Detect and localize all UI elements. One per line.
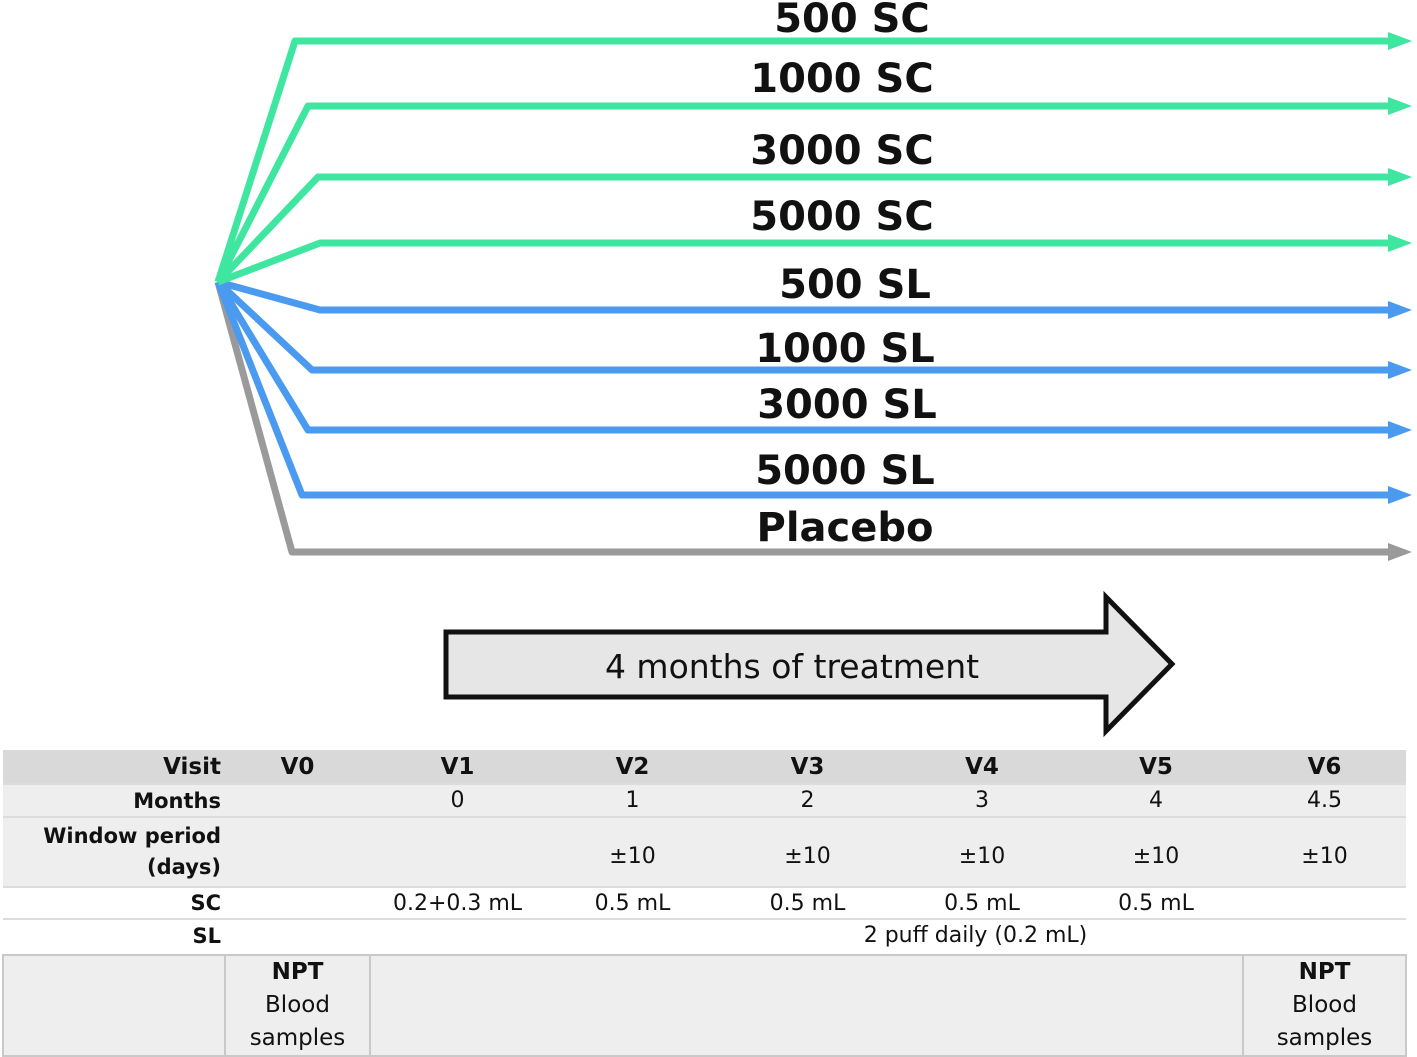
visit-row-header: Visit — [3, 750, 225, 785]
arm-arrowhead-5000-sc — [1388, 234, 1412, 252]
arm-arrowhead-3000-sl — [1388, 421, 1412, 439]
arm-line-3000-sc — [215, 173, 1392, 285]
samples-v6: NPT Blood samples — [1242, 954, 1407, 1057]
arm-line-placebo — [214, 281, 1392, 556]
samples-v6-npt: NPT — [1298, 959, 1351, 985]
window-period-row-header: Window period (days) — [3, 817, 225, 888]
sc-dose-row: SC 0.2+0.3 mL 0.5 mL 0.5 mL 0.5 mL 0.5 m… — [3, 887, 1406, 920]
window-v2: ±10 — [545, 817, 720, 888]
treatment-arrow-shape — [443, 590, 1176, 738]
months-v6: 4.5 — [1243, 784, 1406, 818]
sl-dose-row: SL 2 puff daily (0.2 mL) — [3, 919, 1406, 951]
sc-v2: 0.5 mL — [545, 887, 720, 920]
samples-v0: NPT Blood samples — [224, 954, 371, 1057]
months-v2: 1 — [545, 784, 720, 818]
window-v6: ±10 — [1243, 817, 1406, 888]
months-v1: 0 — [370, 784, 545, 818]
sc-v3: 0.5 mL — [720, 887, 895, 920]
arm-label-5000-sc: 5000 SC — [750, 194, 933, 240]
arm-arrowhead-5000-sl — [1388, 486, 1412, 504]
arm-arrowhead-1000-sc — [1388, 97, 1412, 115]
sl-dose-value: 2 puff daily (0.2 mL) — [545, 919, 1406, 951]
sl-v0 — [225, 919, 370, 951]
arm-label-5000-sl: 5000 SL — [755, 448, 935, 494]
arm-label-500-sl: 500 SL — [779, 262, 931, 308]
window-header-line2: (days) — [147, 855, 221, 879]
visit-v2: V2 — [545, 750, 720, 785]
visit-v5: V5 — [1069, 750, 1243, 785]
sc-v0 — [225, 887, 370, 920]
visit-v6: V6 — [1243, 750, 1406, 785]
arm-label-3000-sl: 3000 SL — [757, 382, 937, 428]
randomization-diagram: Placebo 5000 SL 3000 SL 1000 SL 500 SL 5000 S… — [214, 0, 1412, 738]
arm-arrowhead-1000-sl — [1388, 361, 1412, 379]
samples-row: NPT Blood samples NPT Blood samples — [2, 954, 1407, 1057]
sc-row-header: SC — [3, 887, 225, 920]
window-v1 — [370, 817, 545, 888]
visit-v0: V0 — [225, 750, 370, 785]
months-v0 — [225, 784, 370, 818]
window-period-row: Window period (days) ±10 ±10 ±10 ±10 ±10 — [3, 817, 1406, 888]
window-v0 — [225, 817, 370, 888]
arm-label-placebo: Placebo — [757, 505, 934, 551]
samples-v6-samples: samples — [1276, 1025, 1373, 1051]
months-v5: 4 — [1069, 784, 1243, 818]
visit-v3: V3 — [720, 750, 895, 785]
sl-v1 — [370, 919, 545, 951]
arm-label-500-sc: 500 SC — [774, 0, 930, 42]
visit-v1: V1 — [370, 750, 545, 785]
samples-v0-npt: NPT — [271, 959, 324, 985]
samples-v0-samples: samples — [249, 1025, 346, 1051]
sc-v6 — [1243, 887, 1406, 920]
sc-v5: 0.5 mL — [1069, 887, 1243, 920]
visit-v4: V4 — [895, 750, 1069, 785]
window-v3: ±10 — [720, 817, 895, 888]
window-v4: ±10 — [895, 817, 1069, 888]
arm-arrowhead-500-sl — [1388, 301, 1412, 319]
treatment-duration-arrow: 4 months of treatment — [443, 590, 1176, 738]
arm-line-500-sl — [217, 278, 1392, 314]
treatment-arrow-label: 4 months of treatment — [605, 647, 979, 686]
arm-arrowhead-placebo — [1388, 543, 1412, 561]
arm-line-1000-sl — [215, 279, 1392, 374]
window-header-line1: Window period — [43, 824, 221, 848]
sc-v4: 0.5 mL — [895, 887, 1069, 920]
samples-v0-blood: Blood — [265, 992, 330, 1018]
arm-line-500-sc — [214, 37, 1392, 284]
visit-schedule-table: Visit V0 V1 V2 V3 V4 V5 V6 Months 0 1 2 … — [2, 750, 1407, 1057]
arms-layer: Placebo 5000 SL 3000 SL 1000 SL 500 SL 5000 S… — [214, 0, 1412, 561]
arm-arrowhead-3000-sc — [1388, 168, 1412, 186]
samples-treatment-span — [369, 954, 1244, 1057]
months-row-header: Months — [3, 784, 225, 818]
samples-row-header — [2, 954, 226, 1057]
sl-row-header: SL — [3, 919, 225, 951]
table-gap-row — [3, 951, 1406, 955]
arm-label-1000-sl: 1000 SL — [755, 326, 935, 372]
arm-line-1000-sc — [214, 102, 1392, 284]
months-v4: 3 — [895, 784, 1069, 818]
months-row: Months 0 1 2 3 4 4.5 — [3, 784, 1406, 818]
sc-v1: 0.2+0.3 mL — [370, 887, 545, 920]
arm-label-1000-sc: 1000 SC — [750, 56, 933, 102]
visit-row: Visit V0 V1 V2 V3 V4 V5 V6 — [3, 750, 1406, 785]
arm-arrowhead-500-sc — [1388, 32, 1412, 50]
arm-line-5000-sc — [216, 239, 1392, 286]
arm-line-5000-sl — [214, 280, 1392, 499]
window-v5: ±10 — [1069, 817, 1243, 888]
months-v3: 2 — [720, 784, 895, 818]
samples-v6-blood: Blood — [1292, 992, 1357, 1018]
arm-label-3000-sc: 3000 SC — [750, 128, 933, 174]
arm-line-3000-sl — [215, 280, 1392, 434]
